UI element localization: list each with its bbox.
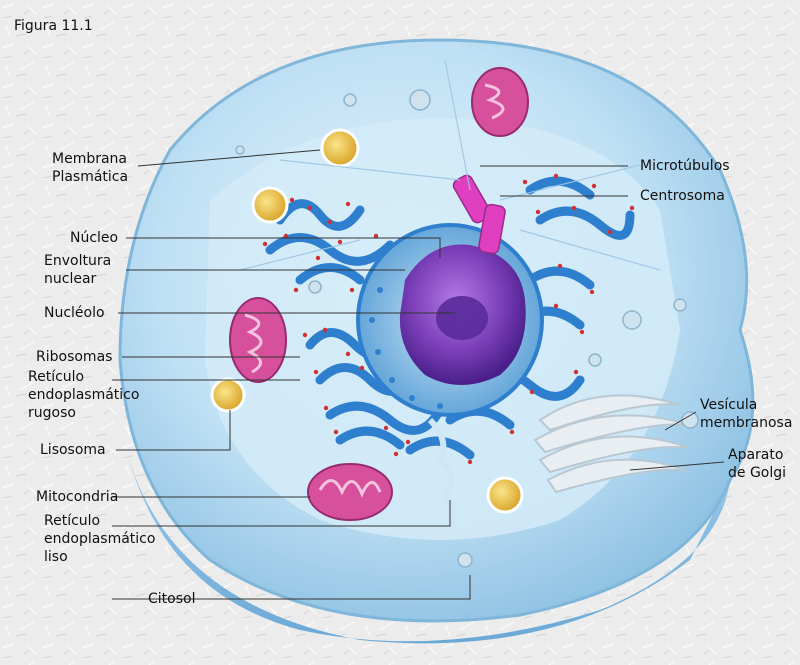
label-mitocondria: Mitocondria (36, 488, 118, 506)
label-ribosomas: Ribosomas (36, 348, 112, 366)
label-citosol: Citosol (148, 590, 195, 608)
label-nucleolo: Nucléolo (44, 304, 105, 322)
label-vesicula: Vesícula membranosa (700, 396, 792, 432)
label-rer: Retículo endoplasmático rugoso (28, 368, 139, 422)
mitochondrion-bottom (308, 464, 392, 520)
mitochondrion-left (230, 298, 286, 382)
label-nucleo: Núcleo (70, 229, 118, 247)
label-centrosoma: Centrosoma (640, 187, 725, 205)
label-microtubulos: Microtúbulos (640, 157, 730, 175)
label-golgi: Aparato de Golgi (728, 446, 786, 482)
nucleolus (436, 296, 488, 340)
mitochondrion-top (472, 68, 528, 136)
label-rel: Retículo endoplasmático liso (44, 512, 155, 566)
label-envoltura: Envoltura nuclear (44, 252, 111, 288)
figure-title: Figura 11.1 (14, 18, 93, 34)
label-lisosoma: Lisosoma (40, 441, 106, 459)
label-membrana: Membrana Plasmática (52, 150, 128, 186)
